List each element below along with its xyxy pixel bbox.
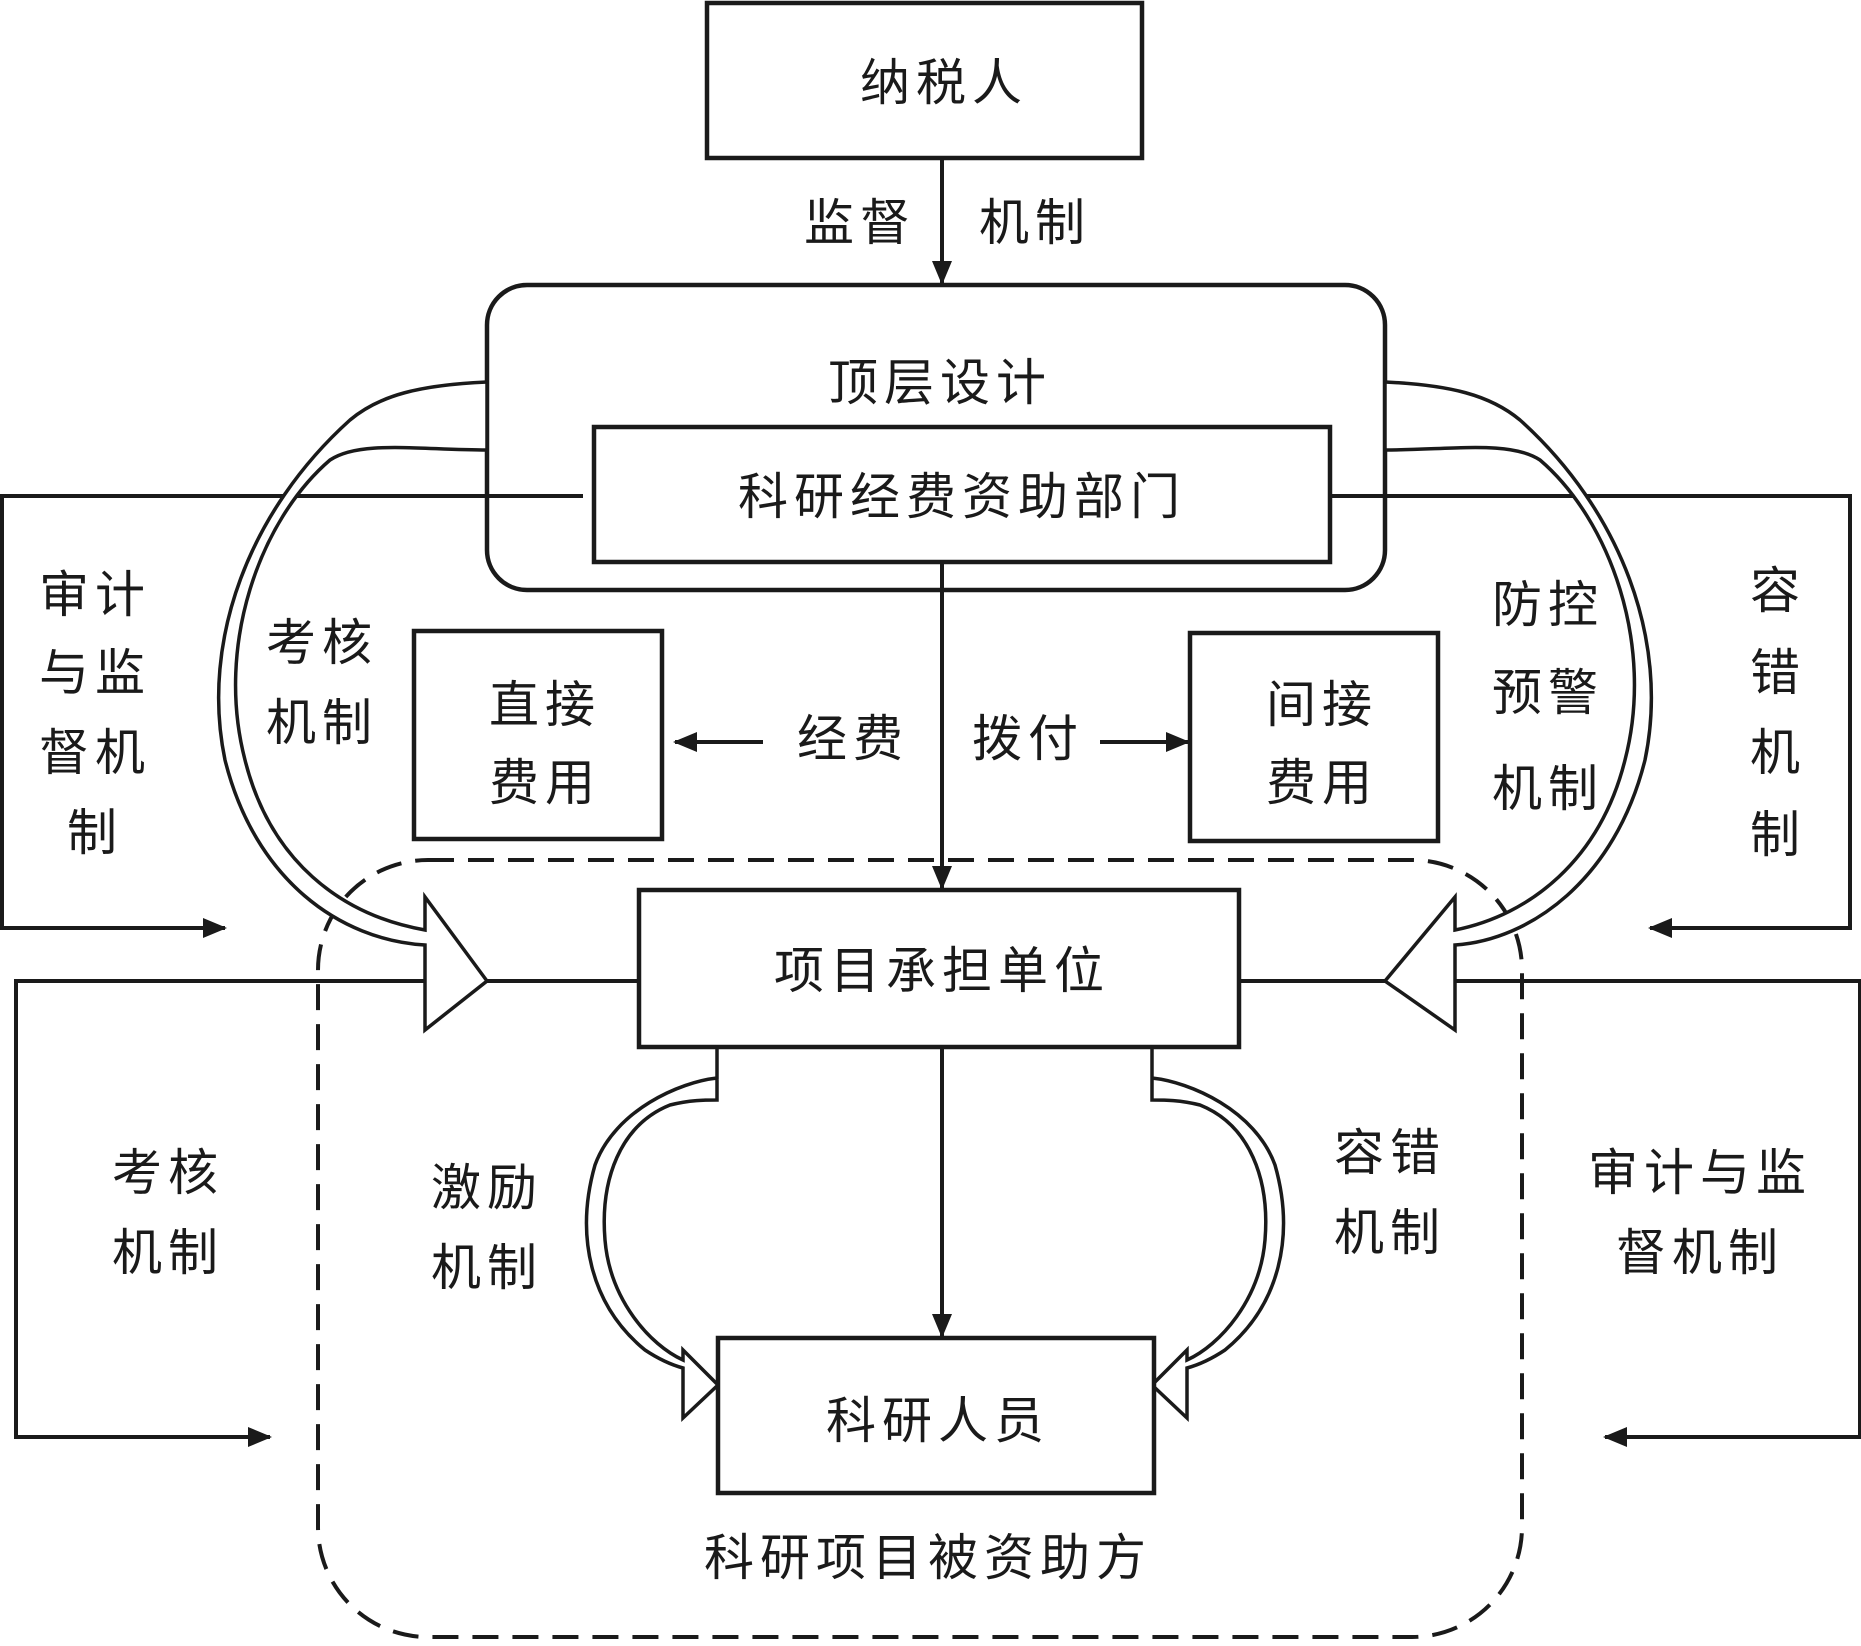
- indirect-cost-box: [1187, 630, 1441, 844]
- supervision-label-right: 机制: [979, 194, 1091, 252]
- researchers-label: 科研人员: [826, 1392, 1050, 1450]
- top-design-label: 顶层设计: [828, 354, 1052, 412]
- tolerance-right-label-2: 错: [1750, 644, 1806, 702]
- audit-right-lower-connector: [1241, 979, 1861, 1447]
- audit-lower-label-1: 审计与监: [1588, 1144, 1812, 1202]
- incentive-hollow-arrow: [584, 1047, 721, 1423]
- risk-warning-label-3: 机制: [1492, 760, 1604, 818]
- assessment-upper-label-1: 考核: [266, 614, 378, 672]
- allocation-label-left: 经费: [797, 710, 909, 768]
- funding-dept-box: [591, 424, 1333, 565]
- taxpayer-box: [704, 0, 1145, 161]
- assessment-lower-label-1: 考核: [112, 1144, 224, 1202]
- allocation-label-right: 拨付: [972, 710, 1084, 768]
- tolerance-right-label-4: 制: [1750, 806, 1806, 864]
- project-unit-box: [636, 887, 1242, 1050]
- audit-left-label-2: 与监: [39, 644, 151, 702]
- tolerance-lower-label-2: 机制: [1334, 1204, 1446, 1262]
- audit-left-label-4: 制: [67, 804, 123, 862]
- researchers-box: [715, 1335, 1157, 1496]
- audit-lower-label-2: 督机制: [1616, 1224, 1784, 1282]
- audit-left-label-3: 督机: [39, 724, 151, 782]
- risk-warning-hollow-arrow: [1382, 380, 1654, 1034]
- supervision-label-left: 监督: [804, 194, 916, 252]
- indirect-cost-label-2: 费用: [1266, 754, 1378, 812]
- direct-cost-label-1: 直接: [489, 676, 601, 734]
- risk-warning-label-2: 预警: [1492, 664, 1604, 722]
- direct-cost-box: [411, 628, 665, 842]
- audit-left-label-1: 审计: [39, 566, 151, 624]
- tolerance-right-label-3: 机: [1750, 724, 1806, 782]
- tolerance-right-upper-connector: [1331, 494, 1852, 938]
- taxpayer-label: 纳税人: [860, 54, 1028, 112]
- tolerance-hollow-arrow: [1149, 1047, 1286, 1423]
- indirect-cost-label-1: 间接: [1266, 676, 1378, 734]
- assessment-upper-label-2: 机制: [266, 694, 378, 752]
- assessment-left-lower-connector: [14, 979, 637, 1447]
- assessment-hollow-arrow: [216, 380, 490, 1034]
- incentive-label-2: 机制: [431, 1239, 543, 1297]
- risk-warning-label-1: 防控: [1492, 576, 1604, 634]
- funded-party-region: [316, 858, 1524, 1639]
- tolerance-right-label-1: 容: [1750, 562, 1806, 620]
- funded-party-label: 科研项目被资助方: [704, 1529, 1152, 1587]
- incentive-label-1: 激励: [431, 1159, 543, 1217]
- funding-dept-label: 科研经费资助部门: [738, 468, 1186, 526]
- direct-cost-label-2: 费用: [489, 754, 601, 812]
- project-unit-label: 项目承担单位: [774, 942, 1110, 1000]
- assessment-lower-label-2: 机制: [112, 1224, 224, 1282]
- tolerance-lower-label-1: 容错: [1334, 1124, 1446, 1182]
